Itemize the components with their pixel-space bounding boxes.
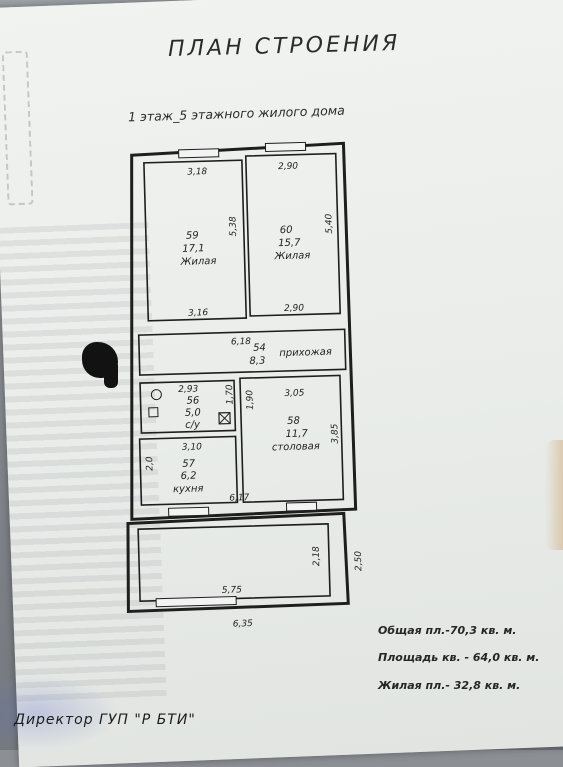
room-56-number: 56 xyxy=(186,395,199,406)
room-58-number: 58 xyxy=(287,416,300,427)
outer-wall xyxy=(130,141,358,521)
window xyxy=(264,141,307,152)
room-60-number: 60 xyxy=(280,225,293,236)
dimension-label: 1,70 xyxy=(225,384,236,405)
dimension-label: 5,40 xyxy=(324,213,335,234)
dimension-label: 3,05 xyxy=(284,388,305,399)
window xyxy=(285,501,318,512)
dimension-label: 6,17 xyxy=(229,493,250,504)
room-59-outline xyxy=(143,159,248,322)
vent-shaft-icon xyxy=(218,411,231,425)
room-54-number: 54 xyxy=(253,343,266,354)
dimension-label: 5,38 xyxy=(228,216,239,237)
redaction-mark xyxy=(104,360,118,388)
summary-living-area: Жилая пл.- 32,8 кв. м. xyxy=(378,679,521,692)
room-58-name: столовая xyxy=(272,441,320,453)
dimension-label: 2,93 xyxy=(178,384,199,395)
dimension-label: 3,16 xyxy=(188,308,209,319)
window xyxy=(178,148,220,159)
room-60-area: 15,7 xyxy=(278,238,301,250)
room-60-outline xyxy=(244,152,341,317)
dimension-label: 6,35 xyxy=(233,619,254,630)
room-56-area: 5,0 xyxy=(185,407,201,418)
room-59-area: 17,1 xyxy=(182,243,205,255)
dimension-label: 1,90 xyxy=(245,390,256,411)
floor-plan-drawing: 59 17,1 Жилая 60 15,7 Жилая 54 8,3 прихо… xyxy=(126,141,365,630)
room-60-name: Жилая xyxy=(273,250,310,262)
dimension-label: 2,90 xyxy=(278,162,299,173)
room-59-number: 59 xyxy=(186,230,199,241)
kitchen-outline xyxy=(138,435,239,506)
stamp-mark xyxy=(0,676,120,750)
sink-icon xyxy=(148,407,159,418)
window xyxy=(168,506,210,517)
dimension-label: 3,85 xyxy=(330,423,341,444)
dimension-label: 5,75 xyxy=(222,585,243,596)
lower-block-wall xyxy=(126,511,350,614)
vent-shaft-cross xyxy=(218,412,231,425)
director-signature-line: Директор ГУП "Р БТИ" xyxy=(14,712,196,728)
bathroom-outline xyxy=(139,379,237,434)
room-58-area: 11,7 xyxy=(285,428,308,440)
summary-total-area: Общая пл.-70,3 кв. м. xyxy=(378,624,517,637)
dimension-label: 2,90 xyxy=(284,303,305,314)
corridor-outline xyxy=(137,328,347,376)
room-54-area: 8,3 xyxy=(249,356,265,367)
room-54-name: прихожая xyxy=(279,347,332,359)
summary-apartment-area: Площадь кв. - 64,0 кв. м. xyxy=(378,651,540,664)
dimension-label: 2,0 xyxy=(145,456,155,471)
room-57-area: 6,2 xyxy=(181,471,197,482)
dimension-label: 2,18 xyxy=(312,546,323,567)
dimension-label: 3,10 xyxy=(182,442,203,453)
dimension-label: 2,50 xyxy=(354,551,365,572)
room-56-name: с/у xyxy=(185,419,201,430)
dimension-label: 3,18 xyxy=(187,167,208,178)
window xyxy=(155,595,237,608)
dining-outline xyxy=(239,374,345,504)
room-59-name: Жилая xyxy=(180,256,217,268)
dimension-label: 6,18 xyxy=(231,337,252,348)
finger-edge xyxy=(545,440,563,550)
room-57-number: 57 xyxy=(182,459,196,470)
room-57-name: кухня xyxy=(173,483,204,495)
toilet-icon xyxy=(150,389,162,401)
